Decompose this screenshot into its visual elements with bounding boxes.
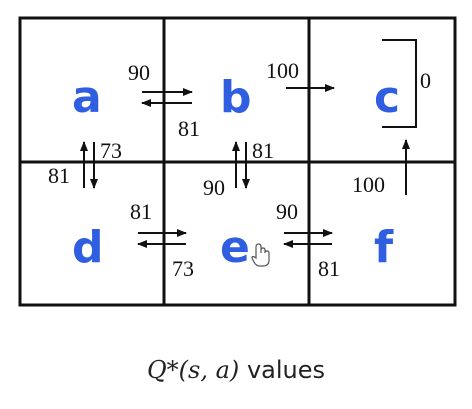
q-value-a-to-b: 90 [128, 60, 150, 85]
absorbing-loop-c [382, 39, 417, 128]
state-label-f: f [374, 222, 394, 273]
state-label-c: c [374, 72, 400, 123]
state-label-a: a [72, 72, 102, 123]
q-value-d-to-e: 81 [130, 199, 152, 224]
caption-math: Q*(s, a) [147, 356, 240, 384]
q-value-f-to-e: 81 [318, 256, 340, 281]
q-value-e-to-d: 73 [172, 256, 194, 281]
q-value-c-loop: 0 [420, 68, 431, 93]
q-value-d-to-a: 73 [100, 138, 122, 163]
hand-cursor-icon [251, 243, 270, 267]
q-value-b-to-c: 100 [266, 58, 299, 83]
q-value-a-to-d: 81 [48, 163, 70, 188]
q-value-b-to-e: 90 [203, 175, 225, 200]
q-value-e-to-f: 90 [276, 199, 298, 224]
state-label-b: b [220, 72, 252, 123]
q-value-e-to-b: 81 [252, 138, 274, 163]
q-value-grid-diagram: a b c d e f 90 81 100 0 73 81 81 90 100 … [18, 16, 457, 307]
state-label-e: e [220, 222, 250, 273]
q-value-b-to-a: 81 [178, 116, 200, 141]
diagram-caption: Q*(s, a) values [0, 356, 472, 384]
q-value-f-to-c: 100 [352, 172, 385, 197]
state-label-d: d [72, 222, 104, 273]
caption-text: values [246, 356, 325, 384]
